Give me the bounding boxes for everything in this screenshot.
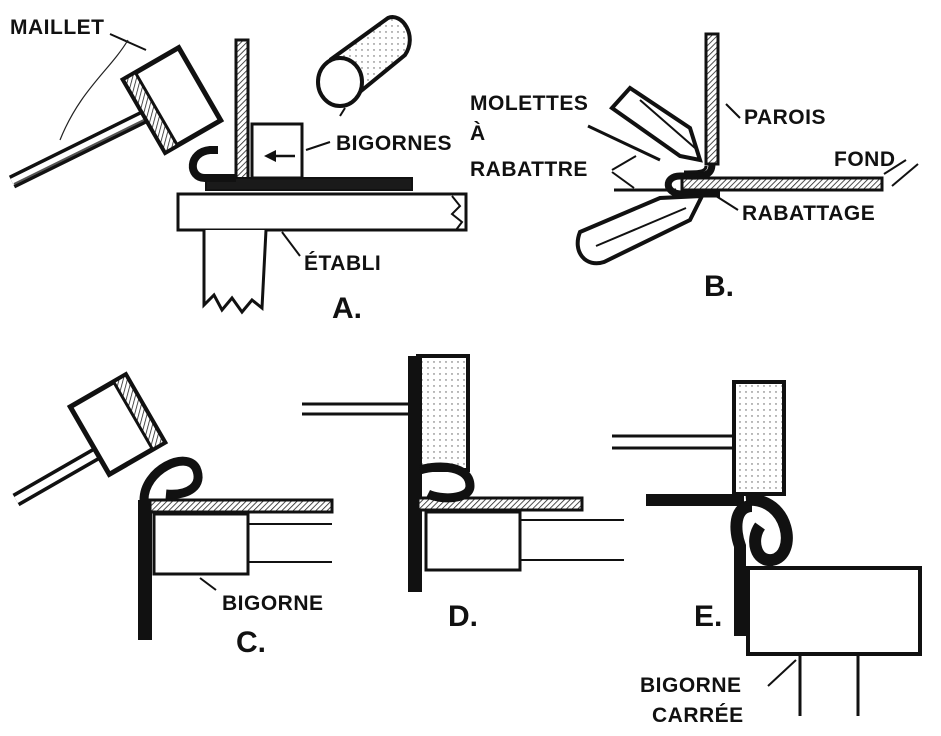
label-etabli: ÉTABLI [304, 252, 381, 275]
anvil-d-upper [416, 354, 470, 472]
seam-b [664, 163, 720, 198]
label-bigorne-carree-2: CARRÉE [652, 704, 744, 727]
label-molettes: MOLETTES [470, 92, 588, 115]
anvil-e-upper [732, 380, 786, 496]
label-fig-e: E. [694, 600, 722, 633]
figure-c [12, 371, 334, 640]
maillet-leader [109, 33, 147, 51]
bottom-sheet-e [646, 494, 744, 506]
anvil-a [250, 122, 304, 180]
anvil-d-lower [424, 510, 522, 572]
label-bigorne-c: BIGORNE [222, 592, 324, 615]
figure-b [575, 32, 919, 266]
figure-d [302, 354, 624, 592]
mallet-head [119, 44, 225, 156]
label-rabattre: RABATTRE [470, 158, 588, 181]
wall-sheet-b [704, 32, 720, 166]
label-fond: FOND [834, 148, 896, 171]
wall-sheet-e [730, 500, 754, 636]
bottom-sheet-b [680, 176, 884, 192]
label-maillet: MAILLET [10, 16, 104, 39]
figure-e [612, 380, 922, 716]
label-fig-c: C. [236, 626, 266, 659]
label-parois: PAROIS [744, 106, 826, 129]
workbench-top [176, 192, 468, 232]
label-fig-b: B. [704, 270, 734, 303]
label-fig-d: D. [448, 600, 478, 633]
mallet-handle [8, 103, 162, 189]
figure-a [8, 15, 468, 315]
seam-c [139, 456, 203, 501]
square-anvil-e [746, 566, 922, 656]
workbench-leg [202, 229, 268, 315]
mallet-head-c [66, 371, 169, 478]
label-bigornes: BIGORNES [336, 132, 452, 155]
maillet-motion-line [59, 39, 129, 141]
bottom-sheet-c [148, 498, 334, 514]
bigorne-rod [316, 15, 412, 108]
label-fig-a: A. [332, 292, 362, 325]
label-a-accent: À [470, 122, 486, 145]
label-rabattage: RABATTAGE [742, 202, 875, 225]
wall-sheet-a [234, 38, 250, 182]
wall-sheet-d [408, 356, 422, 592]
roller-upper [587, 85, 703, 163]
wall-sheet-c [138, 500, 152, 640]
seam-e [745, 493, 793, 566]
anvil-c [152, 512, 250, 576]
seam-d [418, 462, 475, 503]
label-bigorne-carree-1: BIGORNE [640, 674, 742, 697]
bottom-sheet-a [205, 177, 413, 191]
curl-a [188, 146, 236, 182]
roller-lower [575, 188, 706, 266]
